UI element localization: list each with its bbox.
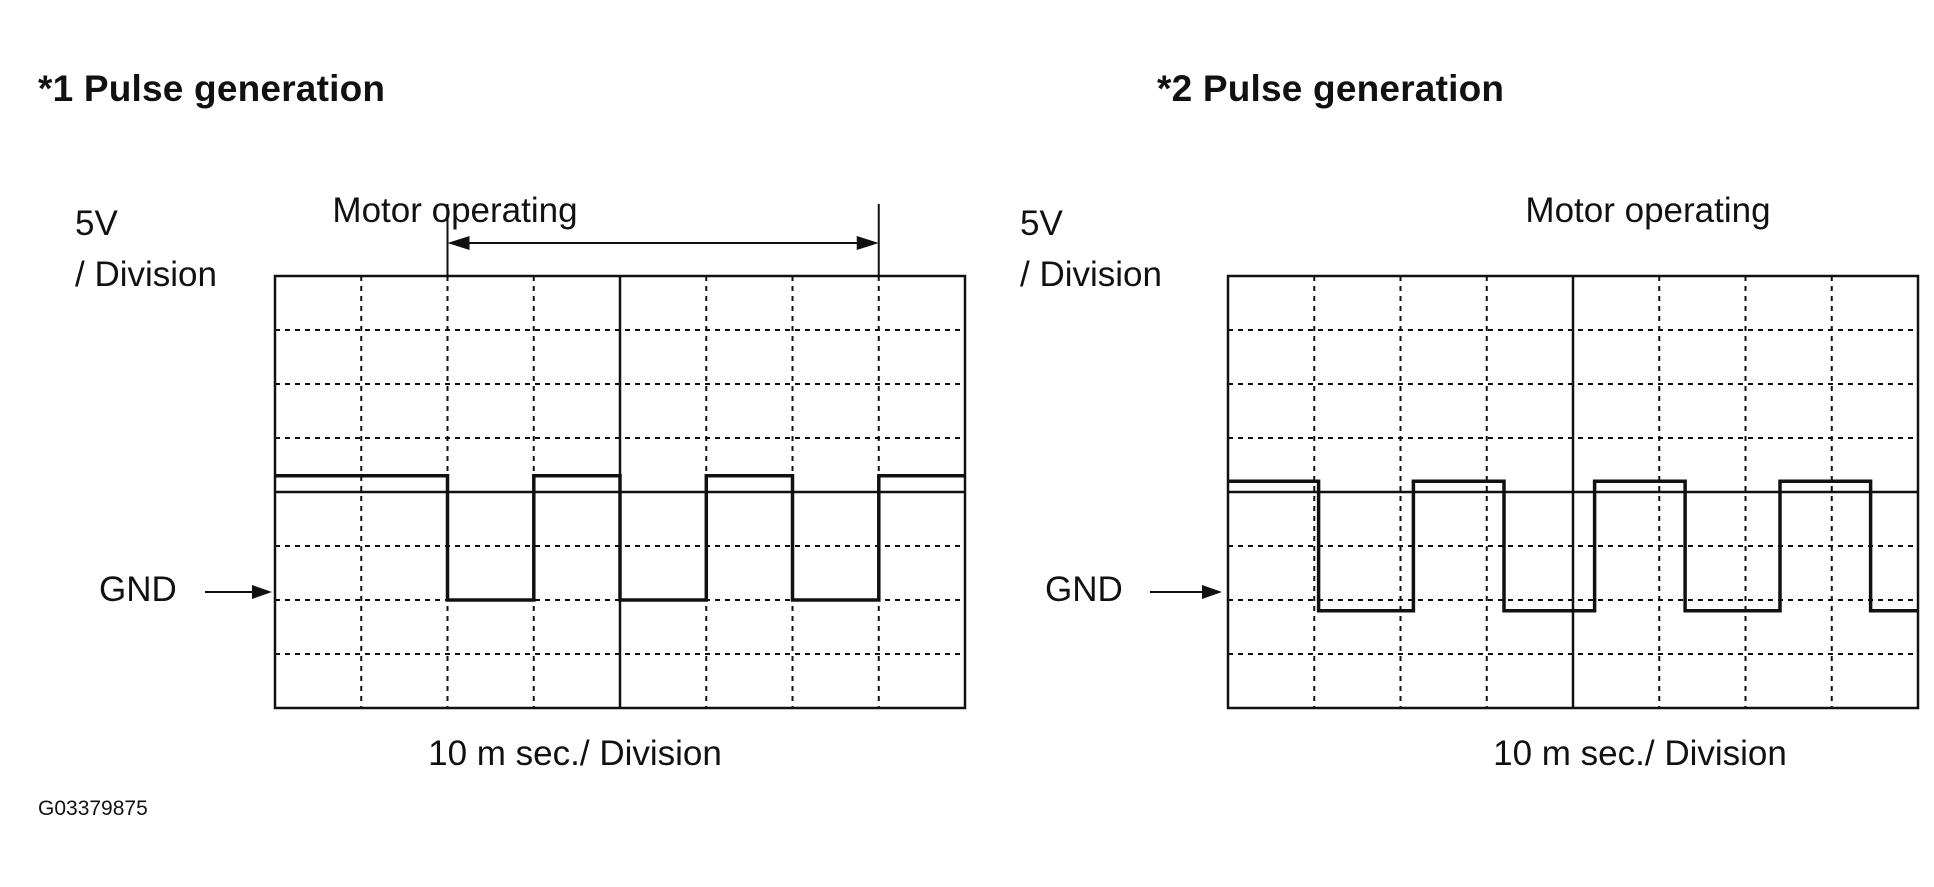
- gnd-arrow: [205, 585, 272, 599]
- oscilloscope-svg-1: 5V / Division Motor operating GND 10 m s…: [75, 191, 967, 773]
- oscilloscope-chart-1: 5V / Division Motor operating GND 10 m s…: [0, 180, 980, 785]
- pulse-waveform: [275, 474, 965, 602]
- volt-label-line2: / Division: [75, 255, 217, 294]
- time-division-label: 10 m sec./ Division: [1493, 734, 1787, 773]
- oscilloscope-svg-2: 5V / Division Motor operating GND 10 m s…: [1020, 191, 1920, 773]
- range-arrowhead-right: [856, 236, 879, 250]
- oscilloscope-chart-2: 5V / Division Motor operating GND 10 m s…: [1000, 180, 1934, 785]
- motor-operating-label: Motor operating: [1525, 191, 1770, 230]
- grid: [1226, 274, 1920, 710]
- volt-label-line1: 5V: [1020, 204, 1063, 243]
- motor-operating-range: [446, 204, 880, 276]
- motor-operating-label: Motor operating: [332, 191, 577, 230]
- pulse-waveform: [1228, 479, 1918, 613]
- gnd-arrow: [1150, 585, 1222, 599]
- volt-label-line1: 5V: [75, 204, 118, 243]
- gnd-label: GND: [1045, 570, 1123, 609]
- panel-2-title: *2 Pulse generation: [1157, 68, 1505, 109]
- gnd-label: GND: [99, 570, 177, 609]
- panel-1-title: *1 Pulse generation: [38, 68, 386, 109]
- figure-code: G03379875: [38, 797, 148, 820]
- volt-label-line2: / Division: [1020, 255, 1162, 294]
- grid: [273, 274, 967, 710]
- range-arrowhead-left: [447, 236, 470, 250]
- time-division-label: 10 m sec./ Division: [428, 734, 722, 773]
